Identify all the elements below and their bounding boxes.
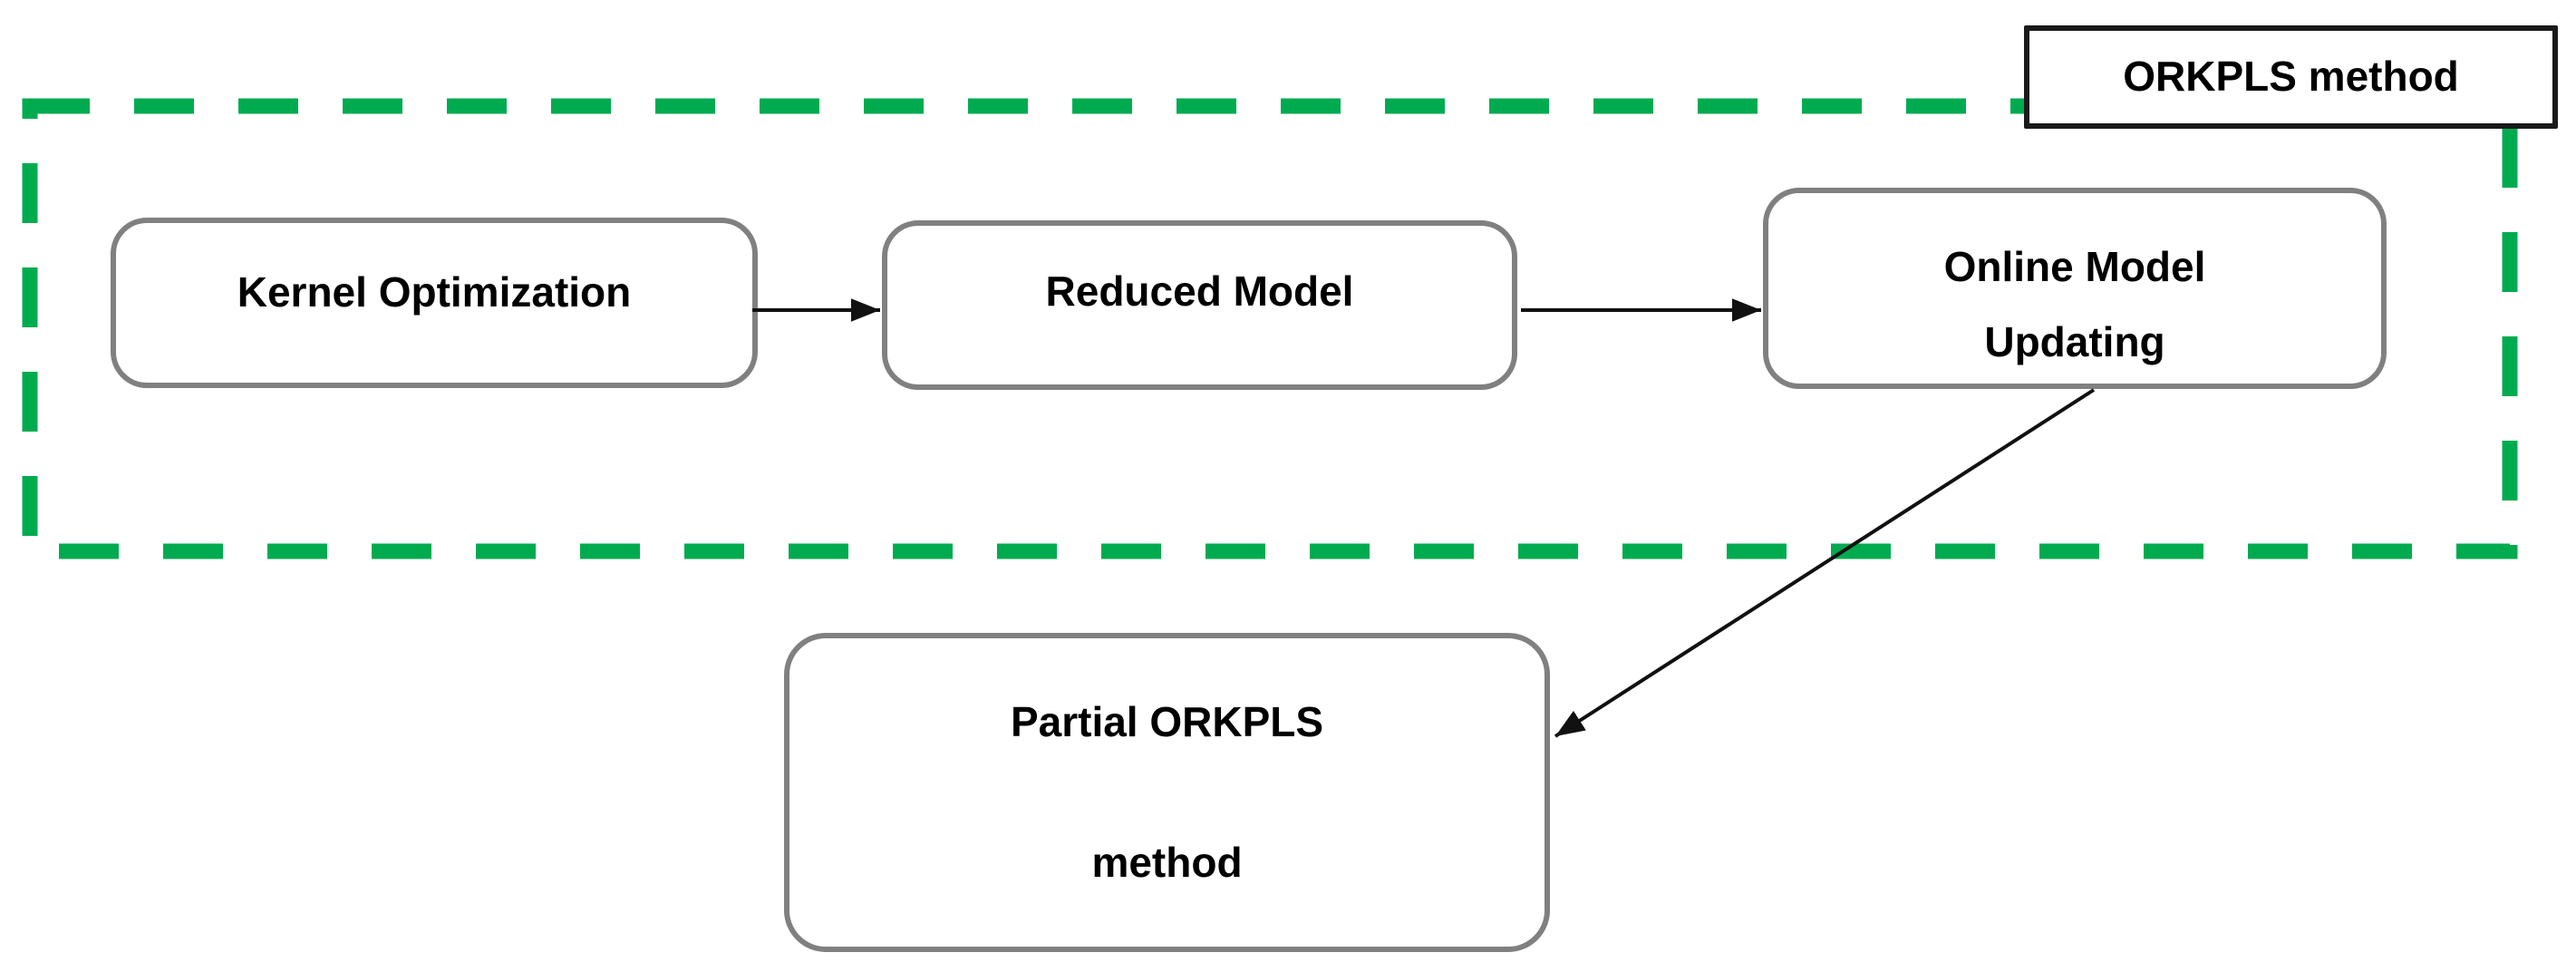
- orkpls-method-label: ORKPLS method: [2123, 53, 2459, 101]
- arrow-online-to-partial: [1554, 388, 2096, 738]
- orkpls-method-label-box: ORKPLS method: [2024, 25, 2558, 129]
- partial-orkpls-method-box: Partial ORKPLS method: [784, 633, 1550, 952]
- reduced-model-box: Reduced Model: [882, 220, 1517, 390]
- partial-orkpls-label-line1: Partial ORKPLS: [1010, 697, 1324, 745]
- online-model-updating-label-line1: Online Model: [1943, 243, 2206, 291]
- kernel-optimization-box: Kernel Optimization: [111, 218, 758, 388]
- partial-orkpls-label-line2: method: [1091, 839, 1243, 886]
- kernel-optimization-label: Kernel Optimization: [237, 268, 632, 316]
- online-model-updating-label-line2: Updating: [1984, 318, 2165, 365]
- online-model-updating-box: Online Model Updating: [1763, 188, 2387, 389]
- reduced-model-label: Reduced Model: [1045, 267, 1354, 315]
